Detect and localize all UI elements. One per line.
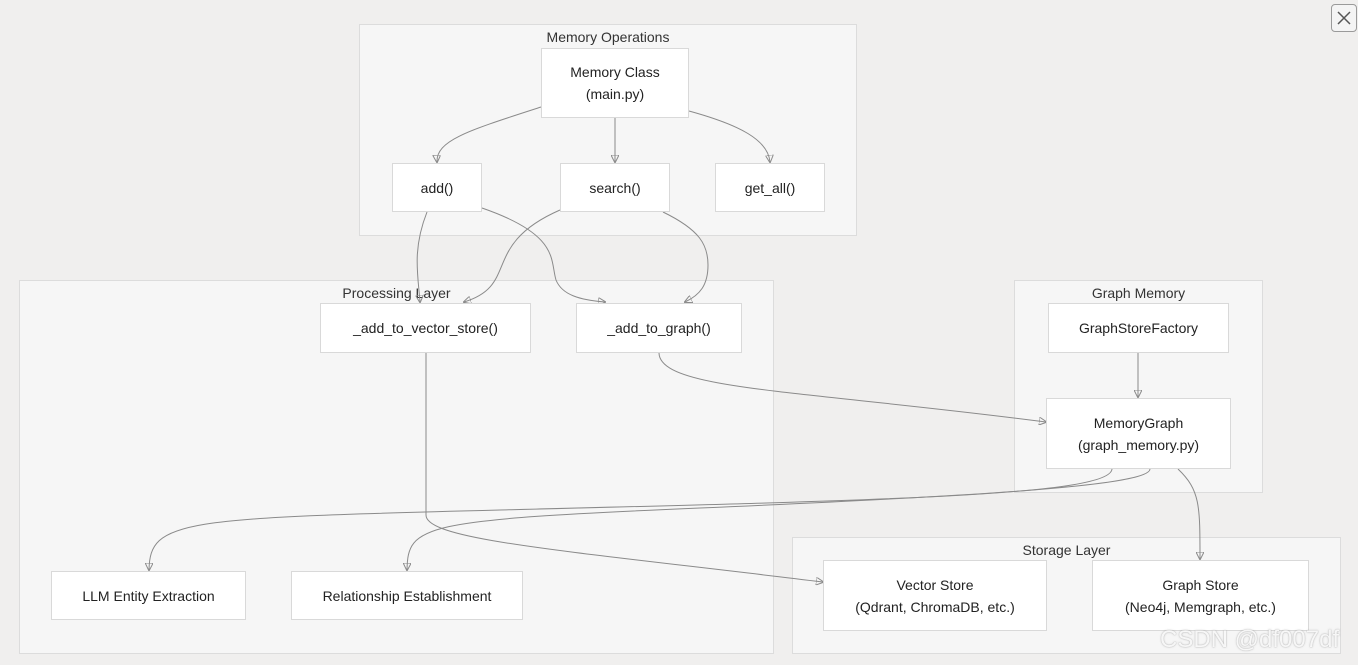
node-add-to-vector-store[interactable]: _add_to_vector_store() — [320, 303, 531, 353]
cluster-title: Processing Layer — [342, 285, 451, 301]
node-label: MemoryGraph — [1093, 414, 1184, 431]
node-vector-store[interactable]: Vector Store (Qdrant, ChromaDB, etc.) — [823, 560, 1047, 631]
node-relationship-establishment[interactable]: Relationship Establishment — [291, 571, 523, 620]
node-add-to-graph[interactable]: _add_to_graph() — [576, 303, 742, 353]
node-label: add() — [420, 179, 454, 196]
node-sublabel: (Qdrant, ChromaDB, etc.) — [855, 598, 1015, 615]
node-label: _add_to_graph() — [607, 320, 711, 336]
cluster-title: Graph Memory — [1091, 285, 1186, 301]
node-label: LLM Entity Extraction — [82, 587, 215, 604]
node-label: Vector Store — [896, 576, 974, 593]
node-graph-store-factory[interactable]: GraphStoreFactory — [1048, 303, 1229, 353]
node-label: _add_to_vector_store() — [353, 320, 498, 336]
node-label: Relationship Establishment — [322, 587, 492, 604]
node-memory-class[interactable]: Memory Class (main.py) — [541, 48, 689, 118]
node-llm-entity-extraction[interactable]: LLM Entity Extraction — [51, 571, 246, 620]
node-label: Memory Class — [570, 64, 660, 80]
watermark: CSDN @df007df — [1160, 626, 1340, 653]
close-icon — [1337, 11, 1351, 25]
node-get-all[interactable]: get_all() — [715, 163, 825, 212]
node-search[interactable]: search() — [560, 163, 670, 212]
node-label: search() — [589, 179, 641, 196]
node-memory-graph[interactable]: MemoryGraph (graph_memory.py) — [1046, 398, 1231, 469]
node-sublabel: (Neo4j, Memgraph, etc.) — [1125, 598, 1276, 615]
node-sublabel: (main.py) — [585, 86, 645, 102]
cluster-title: Memory Operations — [546, 29, 670, 45]
node-graph-store[interactable]: Graph Store (Neo4j, Memgraph, etc.) — [1092, 560, 1309, 631]
node-sublabel: (graph_memory.py) — [1077, 436, 1200, 453]
node-label: get_all() — [744, 179, 796, 196]
cluster-title: Storage Layer — [1022, 542, 1111, 558]
node-add[interactable]: add() — [392, 163, 482, 212]
node-label: GraphStoreFactory — [1078, 320, 1199, 336]
close-button[interactable] — [1331, 4, 1357, 32]
node-label: Graph Store — [1162, 576, 1239, 593]
